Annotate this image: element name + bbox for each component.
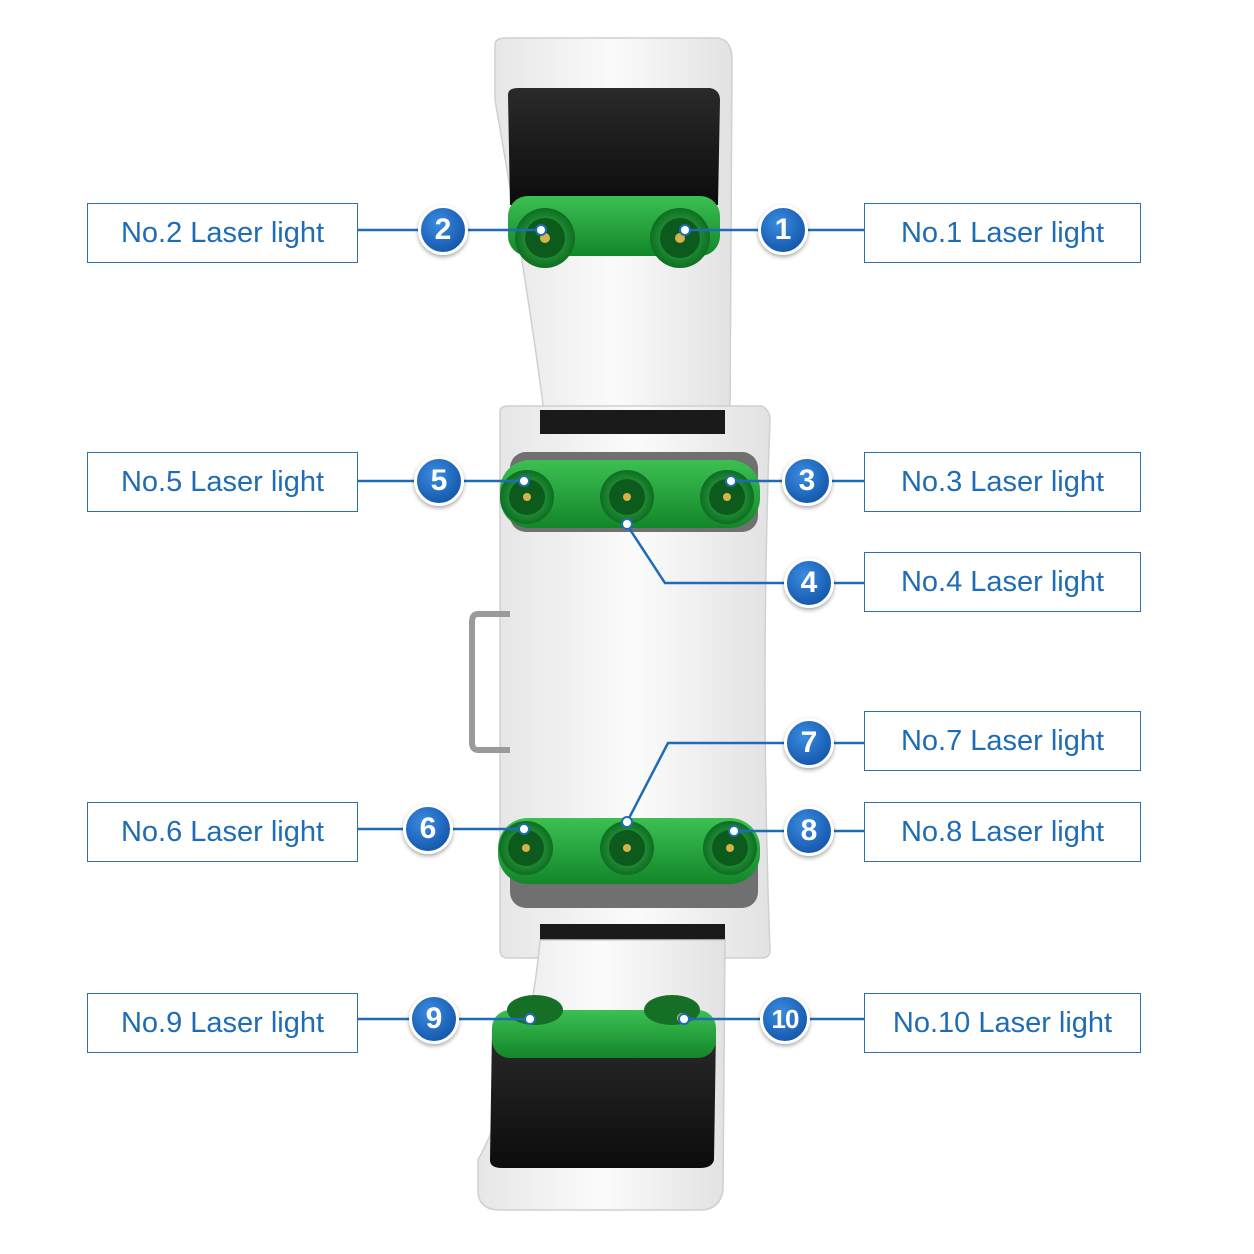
top-black-block (508, 88, 720, 205)
badge-7: 7 (784, 718, 834, 768)
lens-lower-center (600, 821, 654, 875)
label-no10-laser-light: No.10 Laser light (864, 993, 1141, 1053)
side-handle (469, 611, 510, 753)
label-no5-laser-light: No.5 Laser light (87, 452, 358, 512)
badge-10: 10 (760, 994, 810, 1044)
badge-3: 3 (782, 456, 832, 506)
leader-lines (358, 228, 864, 1021)
label-no4-laser-light: No.4 Laser light (864, 552, 1141, 612)
badge-9: 9 (409, 994, 459, 1044)
label-no2-laser-light: No.2 Laser light (87, 203, 358, 263)
badge-1: 1 (758, 205, 808, 255)
badge-8: 8 (784, 806, 834, 856)
badge-4: 4 (784, 558, 834, 608)
lens-markers (518, 224, 740, 1025)
lens-lower-right (703, 821, 757, 875)
badge-2: 2 (418, 205, 468, 255)
lens-top-left (515, 208, 575, 268)
lens-upper-right (700, 470, 754, 524)
label-no9-laser-light: No.9 Laser light (87, 993, 358, 1053)
label-no3-laser-light: No.3 Laser light (864, 452, 1141, 512)
leader-line-7-inner (625, 741, 784, 823)
lens-upper-center (600, 470, 654, 524)
lens-lower-left (499, 821, 553, 875)
label-no1-laser-light: No.1 Laser light (864, 203, 1141, 263)
label-no7-laser-light: No.7 Laser light (864, 711, 1141, 771)
leader-line-4-inner (625, 524, 784, 585)
badge-6: 6 (403, 804, 453, 854)
badge-5: 5 (414, 456, 464, 506)
lens-top-right (650, 208, 710, 268)
bottom-black-block (490, 1030, 716, 1168)
label-no6-laser-light: No.6 Laser light (87, 802, 358, 862)
lens-upper-left (500, 470, 554, 524)
upper-gap-strip (540, 410, 725, 434)
bottom-emitter-right (644, 995, 700, 1025)
bottom-emitter-left (507, 995, 563, 1025)
label-no8-laser-light: No.8 Laser light (864, 802, 1141, 862)
